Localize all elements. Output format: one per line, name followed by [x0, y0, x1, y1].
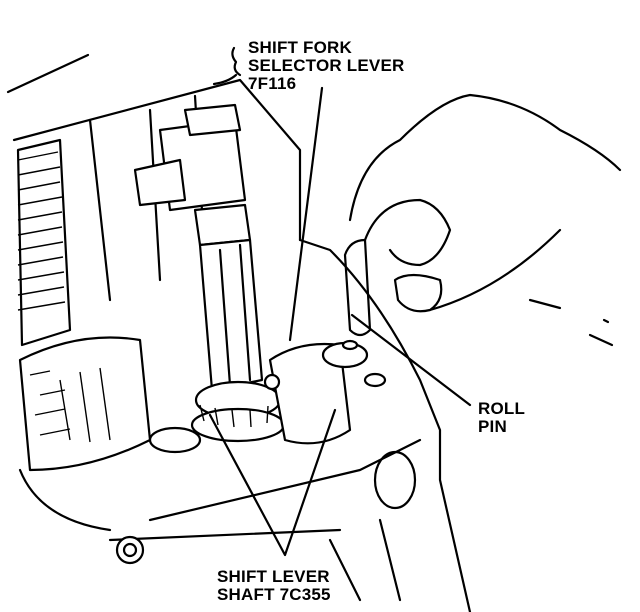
label-line: 7F116 — [248, 74, 297, 93]
edge-line — [528, 298, 614, 347]
selector-lever-shaft — [133, 103, 286, 443]
label-roll-pin: ROLL PIN — [478, 400, 525, 436]
label-line: PIN — [478, 417, 507, 436]
label-line: SHIFT LEVER — [217, 567, 330, 586]
label-shift-fork-selector-lever: SHIFT FORK SELECTOR LEVER 7F116 — [248, 39, 404, 93]
gear-stack — [16, 138, 152, 532]
leader-shift-shaft — [208, 408, 337, 557]
housing-outline — [12, 78, 302, 242]
leader-roll-pin — [350, 313, 472, 407]
label-line: SELECTOR LEVER — [248, 56, 405, 75]
label-shift-lever-shaft: SHIFT LEVER SHAFT 7C355 — [217, 568, 331, 604]
label-line: SHIFT FORK — [248, 38, 352, 57]
bracket-leader — [212, 46, 242, 86]
leader-selector-lever — [288, 86, 324, 342]
edge-line — [6, 53, 90, 94]
hand-with-pin — [343, 93, 622, 337]
label-line: SHAFT 7C355 — [217, 585, 331, 604]
transmission-case — [108, 238, 472, 612]
label-line: ROLL — [478, 399, 526, 418]
